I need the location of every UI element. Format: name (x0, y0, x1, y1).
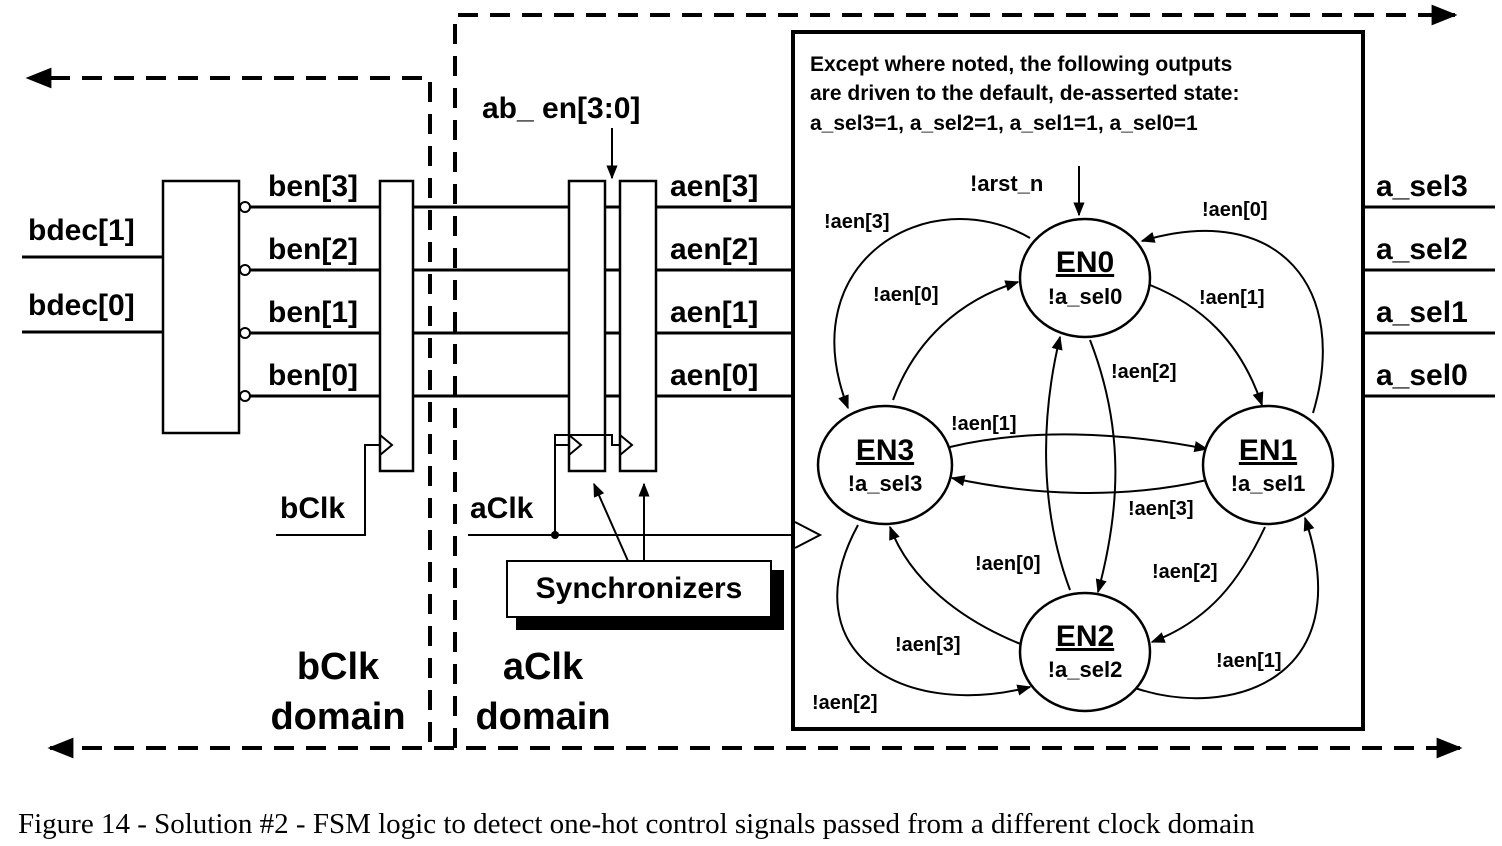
state-en3-output: !a_sel3 (848, 471, 923, 496)
aen0-label: aen[0] (670, 359, 758, 392)
state-en0: EN0 !a_sel0 (1018, 217, 1152, 339)
edge-label: !aen[2] (1111, 361, 1177, 383)
transition-en3-en2-outer (836, 524, 1032, 696)
bclk-wire (276, 444, 380, 536)
sync-flop-1 (567, 179, 607, 473)
aclk-domain-line2: domain (475, 696, 610, 738)
edge-label: !aen[0] (975, 553, 1041, 575)
bclk-register (378, 179, 415, 473)
transition-en2-en0 (1045, 335, 1071, 591)
state-en3: EN3 !a_sel3 (816, 404, 954, 526)
bclk-domain-line1: bClk (297, 646, 380, 688)
edge-label: !aen[0] (1202, 199, 1268, 221)
ben1-label: ben[1] (268, 296, 358, 329)
transition-en3-en1 (949, 433, 1209, 453)
synchronizers-label: Synchronizers (536, 572, 743, 605)
bdec0-label: bdec[0] (28, 289, 135, 322)
bclk-label: bClk (280, 492, 345, 525)
inversion-bubble (239, 327, 251, 339)
ab-en-bus-label: ab_ en[3:0] (482, 92, 640, 125)
transition-en0-en1 (1149, 284, 1264, 407)
a-sel0-label: a_sel0 (1376, 359, 1468, 392)
edge-label: !aen[3] (895, 634, 961, 656)
aen1-label: aen[1] (670, 296, 758, 329)
synchronizers-callout (506, 560, 772, 618)
sync2-clock-triangle (619, 434, 634, 456)
figure-caption: Figure 14 - Solution #2 - FSM logic to d… (18, 808, 1255, 840)
a-sel3-label: a_sel3 (1376, 170, 1468, 203)
fsm-note-line1: Except where noted, the following output… (810, 53, 1232, 76)
edge-label: !aen[2] (812, 692, 878, 714)
state-en3-name: EN3 (856, 434, 914, 467)
decoder-block (161, 179, 241, 435)
fsm-clock-triangle (794, 521, 823, 549)
edge-label: !aen[1] (1199, 287, 1265, 309)
a-sel1-label: a_sel1 (1376, 296, 1468, 329)
aclk-sync1-wire (554, 444, 569, 535)
sync1-clock-triangle (568, 434, 583, 456)
state-en1: EN1 !a_sel1 (1201, 404, 1335, 526)
aclk-domain-line1: aClk (503, 646, 584, 688)
transition-en1-en3 (950, 475, 1208, 494)
bclk-clock-triangle (379, 434, 394, 456)
edge-label: !aen[3] (1128, 498, 1194, 520)
state-en0-name: EN0 (1056, 246, 1114, 279)
edge-label: !aen[1] (1216, 650, 1282, 672)
aen3-label: aen[3] (670, 170, 758, 203)
state-en2-name: EN2 (1056, 620, 1114, 653)
a-sel2-label: a_sel2 (1376, 233, 1468, 266)
ben3-label: ben[3] (268, 170, 358, 203)
transition-en0-en3-outer (833, 218, 1031, 410)
inversion-bubble (239, 201, 251, 213)
state-en1-name: EN1 (1239, 434, 1297, 467)
aclk-label: aClk (470, 492, 534, 525)
inversion-bubble (239, 390, 251, 402)
state-en2: EN2 !a_sel2 (1018, 591, 1152, 713)
state-en2-output: !a_sel2 (1048, 657, 1123, 682)
transition-en2-en1-outer (1134, 516, 1319, 700)
sync-flop-2 (618, 179, 658, 473)
state-en1-output: !a_sel1 (1231, 471, 1306, 496)
transition-en1-en0-outer (1140, 230, 1324, 414)
fsm-note-line2: are driven to the default, de-asserted s… (810, 82, 1239, 105)
callout-arrow-1 (593, 482, 629, 562)
ben2-label: ben[2] (268, 233, 358, 266)
state-en0-output: !a_sel0 (1048, 284, 1123, 309)
aen2-label: aen[2] (670, 233, 758, 266)
transition-en2-en3 (889, 525, 1024, 646)
ben0-label: ben[0] (268, 359, 358, 392)
fsm-sync-diagram: bdec[1] bdec[0] ben[3] ben[2] ben[1] ben… (22, 4, 1495, 759)
edge-label: !aen[0] (873, 284, 939, 306)
transition-en1-en2 (1150, 526, 1266, 643)
edge-label: !aen[2] (1152, 561, 1218, 583)
transition-en3-en0 (892, 280, 1020, 401)
fsm-note-line3: a_sel3=1, a_sel2=1, a_sel1=1, a_sel0=1 (810, 112, 1198, 135)
edge-label: !aen[3] (824, 211, 890, 233)
edge-label: !aen[1] (951, 413, 1017, 435)
reset-label: !arst_n (970, 171, 1043, 196)
inversion-bubble (239, 264, 251, 276)
bdec1-label: bdec[1] (28, 214, 135, 247)
aclk-sync2-wire (554, 434, 620, 446)
bclk-domain-line2: domain (270, 696, 405, 738)
transition-en0-en2 (1089, 339, 1117, 594)
